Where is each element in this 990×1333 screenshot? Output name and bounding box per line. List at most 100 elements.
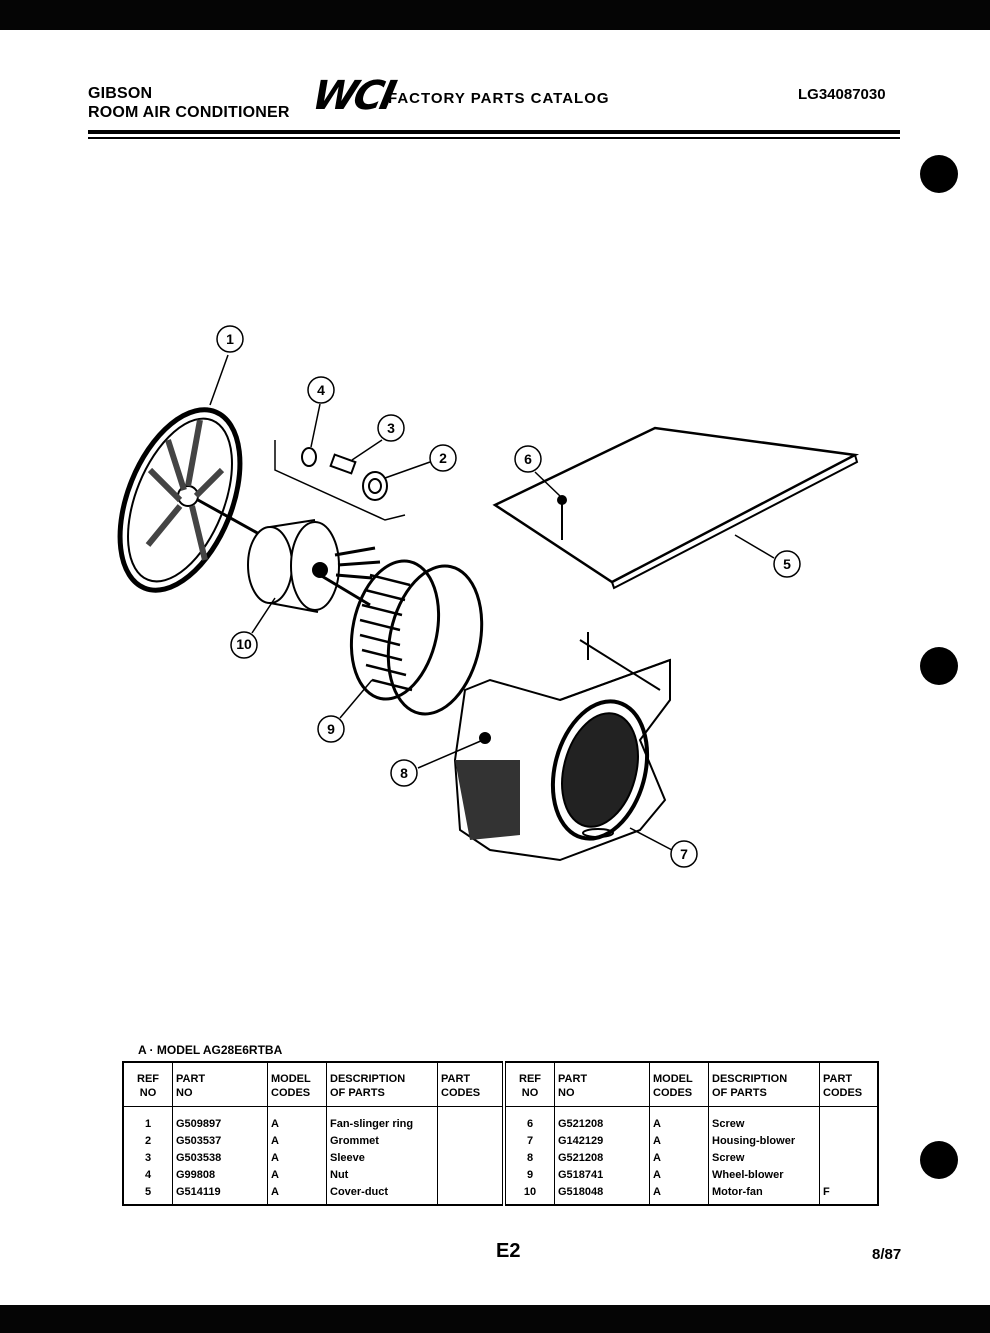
header-description-right: DESCRIPTION OF PARTS	[708, 1062, 820, 1107]
svg-text:7: 7	[680, 846, 688, 862]
cell-part-no: G503538	[172, 1150, 268, 1167]
cell-model-code: A	[267, 1106, 327, 1133]
callout-2: 2	[384, 444, 457, 479]
cell-description: Motor-fan	[708, 1184, 820, 1205]
catalog-title: FACTORY PARTS CATALOG	[388, 90, 610, 107]
cell-ref: 8	[502, 1150, 555, 1167]
scan-border-top	[0, 0, 990, 30]
cell-ref: 4	[144, 1169, 152, 1181]
table-row: 2 G503537 A Grommet 7 G142129 A Housing-…	[123, 1133, 878, 1150]
cell-description: Cover-duct	[326, 1184, 438, 1205]
parts-table-header: REF NO PART NO MODEL CODES DESCRIPTION O…	[123, 1062, 878, 1107]
fan-motor-drawing	[247, 519, 381, 613]
cell-part-code	[819, 1106, 878, 1133]
svg-text:3: 3	[387, 420, 395, 436]
cell-part-code	[437, 1184, 504, 1205]
cell-description: Screw	[708, 1106, 820, 1133]
cell-model-code: A	[649, 1106, 709, 1133]
table-row: 4 G99808 A Nut 9 G518741 A Wheel-blower	[123, 1167, 878, 1184]
cell-model-code: A	[267, 1150, 327, 1167]
cell-description: Grommet	[326, 1133, 438, 1150]
cell-part-code: F	[819, 1184, 878, 1205]
cell-part-code	[819, 1133, 878, 1150]
header-part-no-right: PART NO	[554, 1062, 650, 1107]
cell-model-code: A	[649, 1184, 709, 1205]
cell-part-no: G142129	[554, 1133, 650, 1150]
blower-housing-drawing	[453, 632, 671, 862]
svg-text:8: 8	[400, 765, 408, 781]
cell-description: Housing-blower	[708, 1133, 820, 1150]
callout-9: 9	[317, 679, 373, 743]
header-part-codes-right: PART CODES	[819, 1062, 878, 1107]
cell-description: Screw	[708, 1150, 820, 1167]
cell-part-code	[819, 1167, 878, 1184]
callout-5: 5	[734, 534, 801, 578]
cell-ref: 2	[144, 1135, 152, 1147]
punch-hole-middle	[920, 647, 958, 685]
svg-text:1: 1	[226, 331, 234, 347]
cell-part-no: G518048	[554, 1184, 650, 1205]
svg-text:10: 10	[236, 636, 252, 652]
parts-table: REF NO PART NO MODEL CODES DESCRIPTION O…	[122, 1061, 879, 1206]
header-model-codes: MODEL CODES	[267, 1062, 327, 1107]
cell-part-code	[819, 1150, 878, 1167]
svg-text:5: 5	[783, 556, 791, 572]
cell-description: Nut	[326, 1167, 438, 1184]
hardware-drawing	[274, 440, 406, 521]
punch-hole-bottom	[920, 1141, 958, 1179]
callout-7: 7	[629, 827, 698, 868]
cell-part-code	[437, 1106, 504, 1133]
cell-model-code: A	[267, 1133, 327, 1150]
cell-model-code: A	[267, 1184, 327, 1205]
cell-part-no: G99808	[172, 1167, 268, 1184]
cell-part-no: G521208	[554, 1106, 650, 1133]
svg-text:2: 2	[439, 450, 447, 466]
svg-text:6: 6	[524, 451, 532, 467]
cell-description: Sleeve	[326, 1150, 438, 1167]
product-name: ROOM AIR CONDITIONER	[88, 104, 290, 121]
header-ref-no-right: REF NO	[502, 1062, 555, 1107]
cell-part-code	[437, 1167, 504, 1184]
catalog-number: LG34087030	[798, 86, 886, 103]
callout-8: 8	[390, 739, 484, 787]
page-number: E2	[496, 1240, 521, 1262]
cell-part-code	[437, 1150, 504, 1167]
callout-markers: 1 2 3 4 5 6 7	[209, 325, 801, 868]
cell-model-code: A	[649, 1150, 709, 1167]
cell-model-code: A	[649, 1167, 709, 1184]
header-ref-no: REF NO	[123, 1062, 173, 1107]
header-model-codes-right: MODEL CODES	[649, 1062, 709, 1107]
cell-ref: 5	[144, 1186, 152, 1198]
revision-date: 8/87	[872, 1246, 902, 1263]
cell-ref: 1	[144, 1118, 152, 1130]
cell-model-code: A	[649, 1133, 709, 1150]
cell-ref: 7	[502, 1133, 555, 1150]
cell-description: Fan-slinger ring	[326, 1106, 438, 1133]
svg-text:9: 9	[327, 721, 335, 737]
blower-wheel-drawing	[349, 559, 484, 716]
punch-hole-top	[920, 155, 958, 193]
cell-model-code: A	[267, 1167, 327, 1184]
header-description: DESCRIPTION OF PARTS	[326, 1062, 438, 1107]
header-rule-thin	[88, 137, 900, 139]
callout-10: 10	[230, 597, 276, 659]
cell-ref: 6	[502, 1106, 555, 1133]
callout-1: 1	[209, 325, 244, 406]
cell-part-no: G521208	[554, 1150, 650, 1167]
cell-ref: 10	[502, 1184, 555, 1205]
header-rule-thick	[88, 130, 900, 134]
model-note: A · MODEL AG28E6RTBA	[138, 1043, 283, 1057]
brand-name: GIBSON	[88, 85, 153, 102]
duct-cover-drawing	[492, 426, 860, 590]
callout-4: 4	[307, 376, 335, 448]
table-row: 5 G514119 A Cover-duct 10 G518048 A Moto…	[123, 1184, 878, 1205]
cell-description: Wheel-blower	[708, 1167, 820, 1184]
cell-ref: 3	[144, 1152, 152, 1164]
cell-part-no: G518741	[554, 1167, 650, 1184]
callout-6: 6	[514, 445, 561, 497]
cell-part-code	[437, 1133, 504, 1150]
cell-part-no: G509897	[172, 1106, 268, 1133]
cell-ref: 9	[502, 1167, 555, 1184]
cell-part-no: G503537	[172, 1133, 268, 1150]
